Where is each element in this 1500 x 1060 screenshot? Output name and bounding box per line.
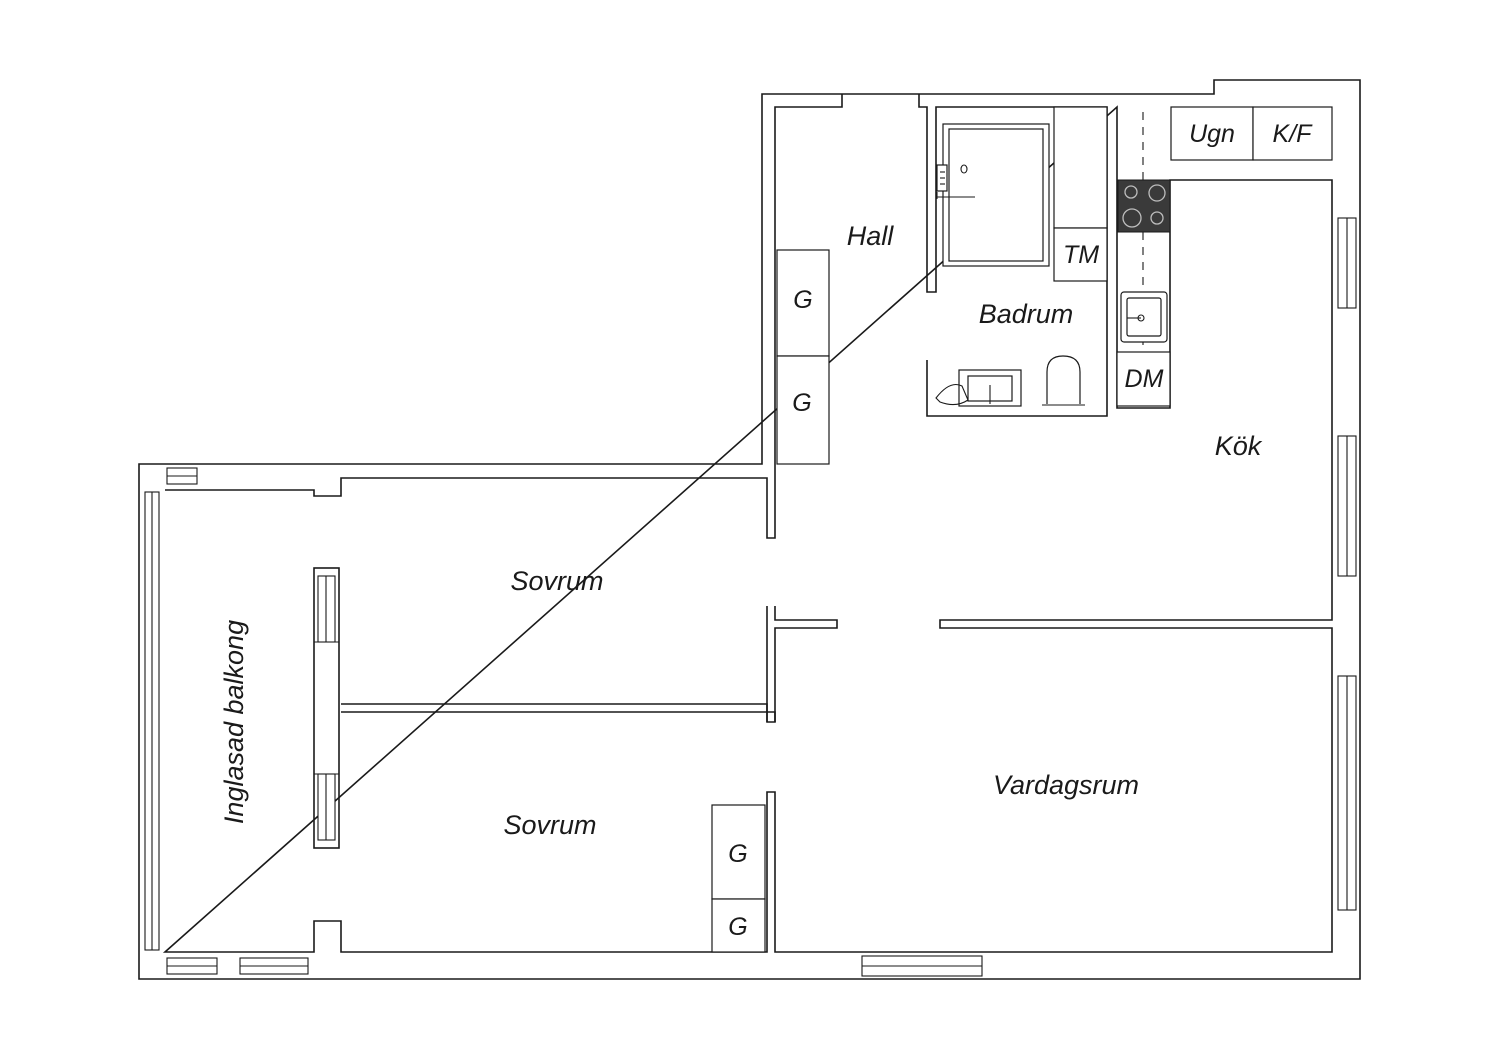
- fixture-labels: Ugn K/F TM DM G G G G: [728, 120, 1313, 941]
- fixture-label-dm: DM: [1125, 365, 1164, 393]
- closet-label-g: G: [793, 286, 812, 314]
- kitchen-fixtures: [1116, 106, 1333, 407]
- closet-label-g: G: [728, 913, 747, 941]
- room-label-sovrum-upper: Sovrum: [510, 566, 603, 596]
- room-label-sovrum-lower: Sovrum: [503, 810, 596, 840]
- fixture-label-tm: TM: [1063, 241, 1099, 269]
- room-label-inglasad-balkong: Inglasad balkong: [219, 620, 249, 824]
- bathroom-fixtures: [935, 106, 1108, 407]
- closet-label-g: G: [792, 389, 811, 417]
- closet-label-g: G: [728, 840, 747, 868]
- exterior-walls: [138, 79, 1361, 980]
- windows: [144, 217, 1357, 977]
- room-label-vardagsrum: Vardagsrum: [993, 770, 1139, 800]
- room-label-kok: Kök: [1215, 431, 1263, 461]
- fixture-label-kf: K/F: [1273, 120, 1314, 148]
- room-label-badrum: Badrum: [979, 299, 1074, 329]
- room-label-hall: Hall: [847, 221, 895, 251]
- hall-closets: [776, 249, 830, 465]
- room-labels: Hall Badrum Kök Sovrum Sovrum Vardagsrum…: [219, 221, 1263, 840]
- interior-walls: [313, 567, 838, 849]
- bedroom-closets: [711, 804, 766, 953]
- fixture-label-ugn: Ugn: [1189, 120, 1235, 148]
